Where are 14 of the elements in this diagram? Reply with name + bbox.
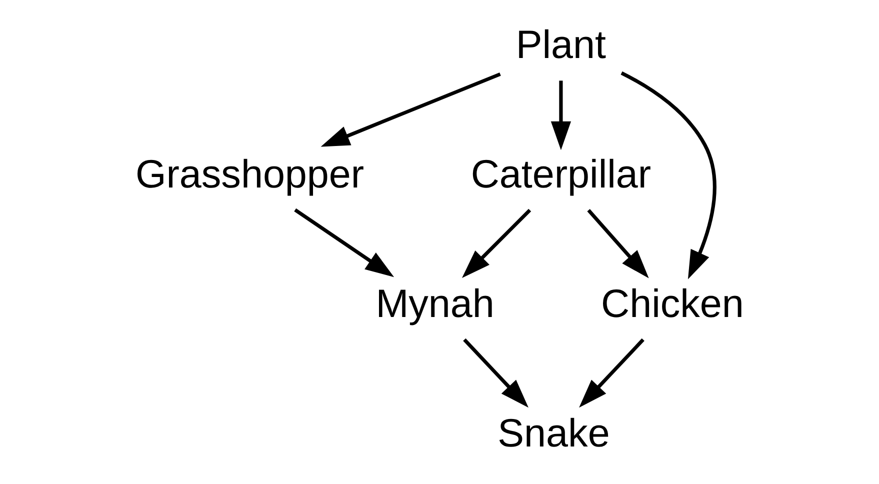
node-text: Snake xyxy=(497,411,610,456)
arrow xyxy=(550,80,571,150)
arrow xyxy=(462,338,528,408)
arrow xyxy=(586,208,648,278)
arrow xyxy=(461,208,531,278)
node-text: Grasshopper xyxy=(134,152,364,196)
node-text: Mynah xyxy=(375,282,494,326)
arrow xyxy=(320,72,500,147)
arrow xyxy=(294,208,394,278)
node-text: Caterpillar xyxy=(470,152,651,196)
arrow xyxy=(578,338,644,408)
arrow xyxy=(620,71,716,280)
node-text: Plant xyxy=(515,22,606,67)
node-text: Chicken xyxy=(600,282,744,326)
